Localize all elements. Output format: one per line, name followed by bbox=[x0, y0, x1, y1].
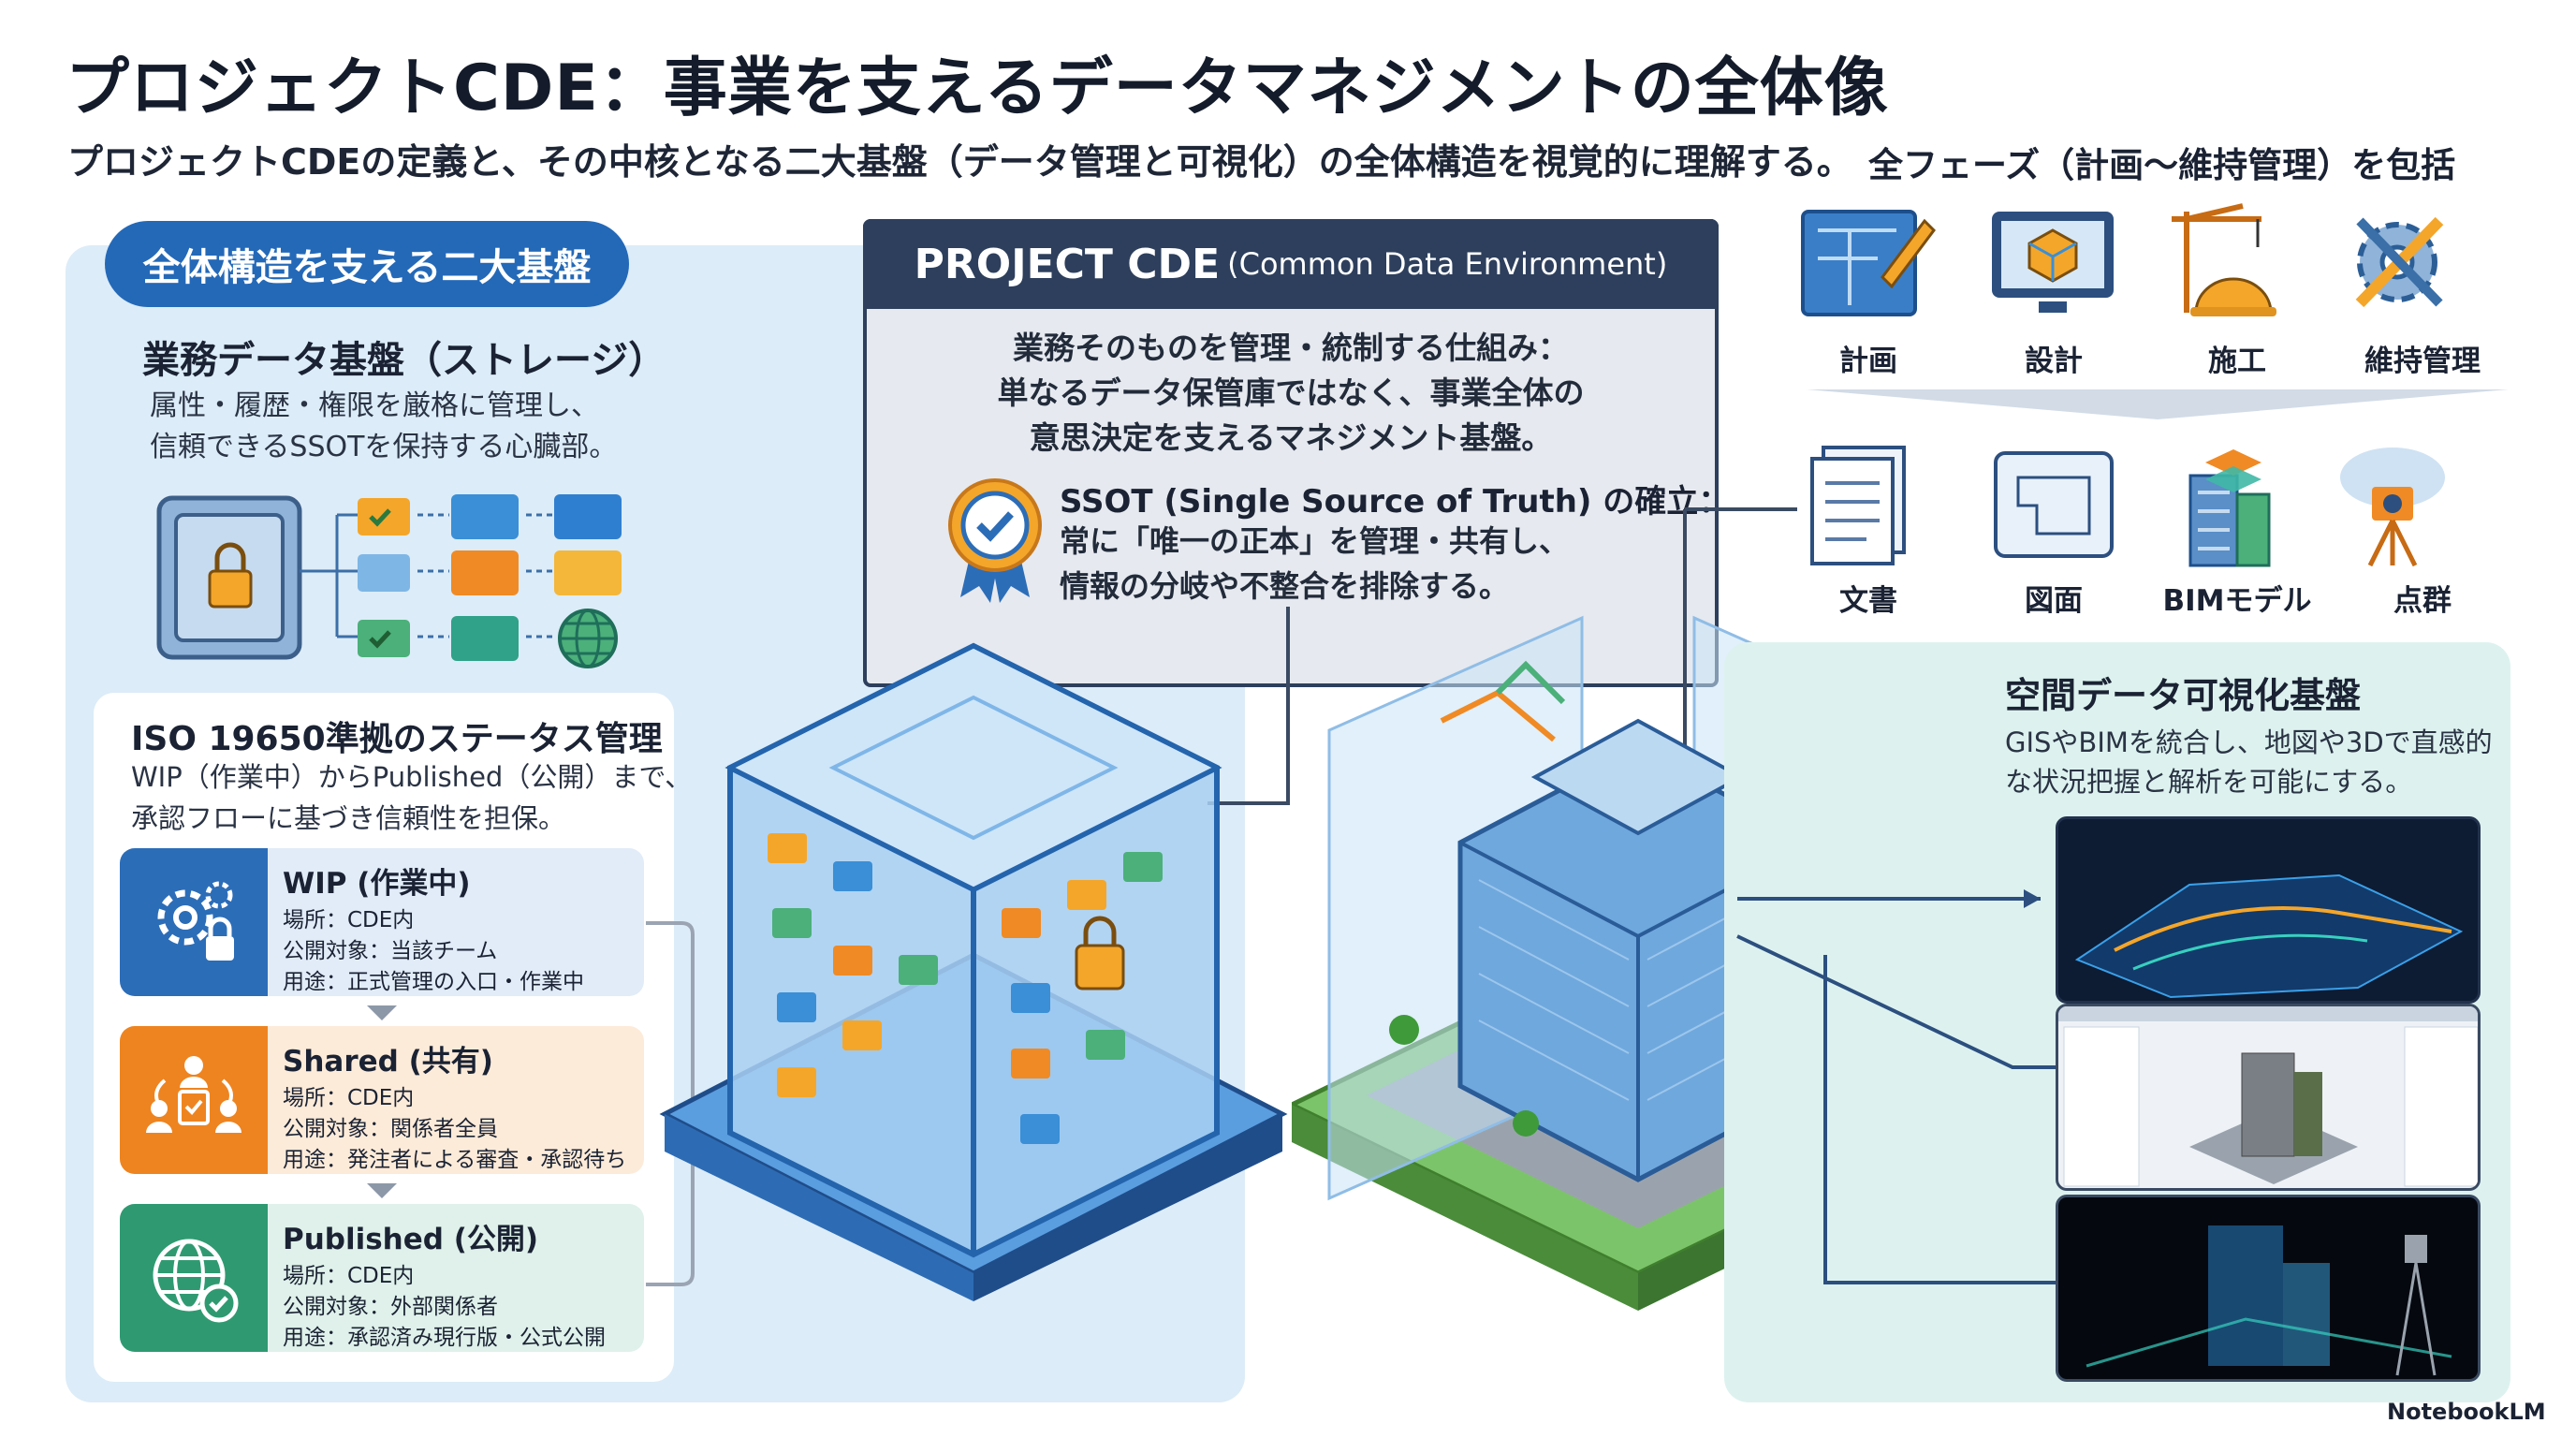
status-name: Shared (共有) bbox=[283, 1045, 493, 1078]
point-cloud-scanner-icon bbox=[2340, 448, 2445, 567]
data-label-drawing: 図面 bbox=[2025, 584, 2083, 618]
gis-terrain-view bbox=[2056, 816, 2481, 1004]
data-type-icons bbox=[1810, 446, 2445, 567]
page-title: プロジェクトCDE：事業を支えるデータマネジメントの全体像 bbox=[66, 51, 1889, 125]
data-storage-cube bbox=[659, 642, 1288, 1301]
globe-check-icon bbox=[120, 1204, 268, 1352]
status-wip: WIP (作業中) 場所：CDE内 公開対象：当該チーム 用途：正式管理の入口・… bbox=[120, 848, 644, 996]
notebooklm-logo: NotebookLM bbox=[2387, 1399, 2546, 1425]
viz-connectors bbox=[1736, 889, 2056, 1284]
data-label-point-cloud: 点群 bbox=[2393, 584, 2452, 618]
cde-description: 業務そのものを管理・統制する仕組み： 単なるデータ保管庫ではなく、事業全体の 意… bbox=[997, 330, 1585, 456]
down-arrow-icon bbox=[367, 1183, 397, 1198]
lock-icon bbox=[1075, 916, 1125, 990]
team-clipboard-icon bbox=[120, 1026, 268, 1174]
phase-label-plan: 計画 bbox=[1839, 345, 1897, 378]
phase-label-design: 設計 bbox=[2025, 345, 2083, 378]
iso-description: WIP（作業中）からPublished（公開）まで、 承認フローに基づき信頼性を… bbox=[131, 761, 693, 834]
status-name: WIP (作業中) bbox=[283, 867, 471, 901]
ssot-title: SSOT (Single Source of Truth) の確立： bbox=[1060, 483, 1731, 521]
monitor-cube-icon bbox=[1992, 212, 2114, 313]
phase-label-construction: 施工 bbox=[2208, 345, 2266, 378]
data-label-bim: BIMモデル bbox=[2162, 584, 2312, 618]
bim-model-view bbox=[2056, 1004, 2481, 1191]
page-subtitle: プロジェクトCDEの定義と、その中核となる二大基盤（データ管理と可視化）の全体構… bbox=[67, 141, 1852, 183]
storage-title: 業務データ基盤（ストレージ） bbox=[142, 339, 666, 382]
status-shared: Shared (共有) 場所：CDE内 公開対象：関係者全員 用途：発注者による… bbox=[120, 1026, 644, 1174]
vault-icon bbox=[156, 495, 302, 660]
project-cde-header: PROJECT CDE(Common Data Environment) bbox=[863, 219, 1719, 309]
vault-folder-illustration bbox=[156, 494, 622, 668]
ssot-connectors bbox=[1208, 507, 1797, 805]
viz-title: 空間データ可視化基盤 bbox=[2005, 675, 2362, 716]
certified-badge-icon bbox=[948, 478, 1042, 603]
bim-building-icon bbox=[2188, 449, 2271, 567]
folder-icons bbox=[768, 833, 1163, 1144]
down-arrow-icon bbox=[367, 1005, 397, 1020]
gear-lock-icon bbox=[120, 848, 268, 996]
drawing-scroll-icon bbox=[1994, 451, 2114, 558]
gear-wrench-icon bbox=[2355, 216, 2444, 308]
storage-description: 属性・履歴・権限を厳格に管理し、 信頼できるSSOTを保持する心臓部。 bbox=[150, 389, 618, 463]
globe-icon bbox=[558, 609, 618, 668]
status-name: Published (公開) bbox=[283, 1223, 539, 1256]
phase-label-maintenance: 維持管理 bbox=[2364, 345, 2481, 378]
phase-icons bbox=[1801, 203, 2444, 316]
phases-title: 全フェーズ（計画〜維持管理）を包括 bbox=[1868, 145, 2456, 185]
foundations-pill: 全体構造を支える二大基盤 bbox=[105, 221, 629, 307]
iso-title: ISO 19650準拠のステータス管理 bbox=[131, 720, 663, 758]
phase-chevron bbox=[1807, 389, 2509, 419]
status-published: Published (公開) 場所：CDE内 公開対象：外部関係者 用途：承認済… bbox=[120, 1204, 644, 1352]
point-cloud-view bbox=[2056, 1195, 2481, 1382]
blueprint-pencil-icon bbox=[1801, 210, 1936, 316]
data-label-document: 文書 bbox=[1839, 584, 1897, 618]
folder-icons bbox=[358, 494, 622, 661]
ssot-description: 常に「唯一の正本」を管理・共有し、 情報の分岐や不整合を排除する。 bbox=[1060, 523, 1570, 604]
viz-description: GISやBIMを統合し、地図や3Dで直感的 な状況把握と解析を可能にする。 bbox=[2005, 726, 2493, 798]
document-icon bbox=[1810, 446, 1906, 565]
crane-helmet-icon bbox=[2172, 203, 2276, 316]
